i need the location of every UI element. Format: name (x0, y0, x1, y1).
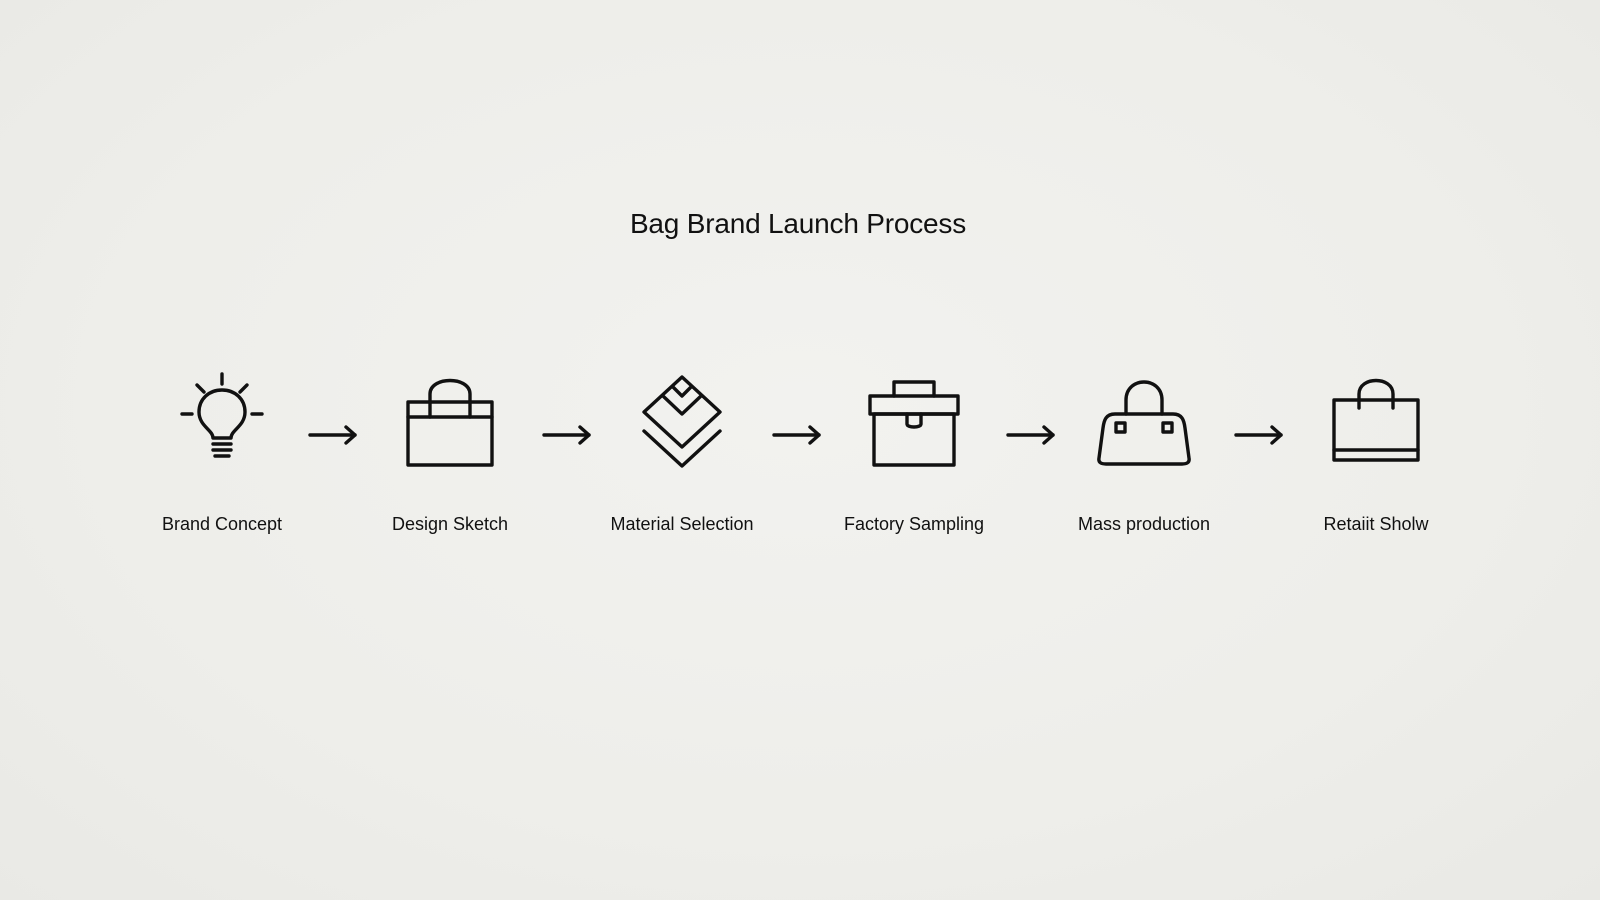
step-brand-concept: Brand Concept (112, 372, 332, 535)
toolbox-icon (868, 380, 960, 467)
arrow-right-icon (308, 425, 357, 445)
shopping-bag-icon (1332, 378, 1420, 462)
step-label: Retaiit Sholw (1323, 514, 1429, 534)
arrow-right-icon (542, 425, 591, 445)
lightbulb-icon (180, 372, 264, 458)
step-label: Brand Concept (161, 514, 283, 534)
arrow-right-icon (1006, 425, 1055, 445)
step-label: Design Sketch (391, 514, 509, 534)
step-retail-show: Retaiit Sholw (1266, 372, 1486, 535)
page-title-text: Bag Brand Launch Process (629, 208, 967, 239)
arrow-right-icon (1234, 425, 1283, 445)
step-design-sketch: Design Sketch (340, 372, 560, 535)
tote-bag-icon (406, 378, 494, 467)
step-factory-sampling: Factory Sampling (804, 372, 1024, 535)
step-material-selection: Material Selection (572, 372, 792, 535)
step-label: Mass production (1077, 514, 1211, 534)
layered-material-icon (642, 375, 722, 468)
step-label: Factory Sampling (843, 514, 985, 534)
step-label: Material Selection (610, 514, 754, 534)
page-title: Bag Brand Launch Process (0, 208, 1600, 240)
arrow-right-icon (772, 425, 821, 445)
handbag-icon (1097, 380, 1191, 466)
step-mass-production: Mass production (1034, 372, 1254, 535)
